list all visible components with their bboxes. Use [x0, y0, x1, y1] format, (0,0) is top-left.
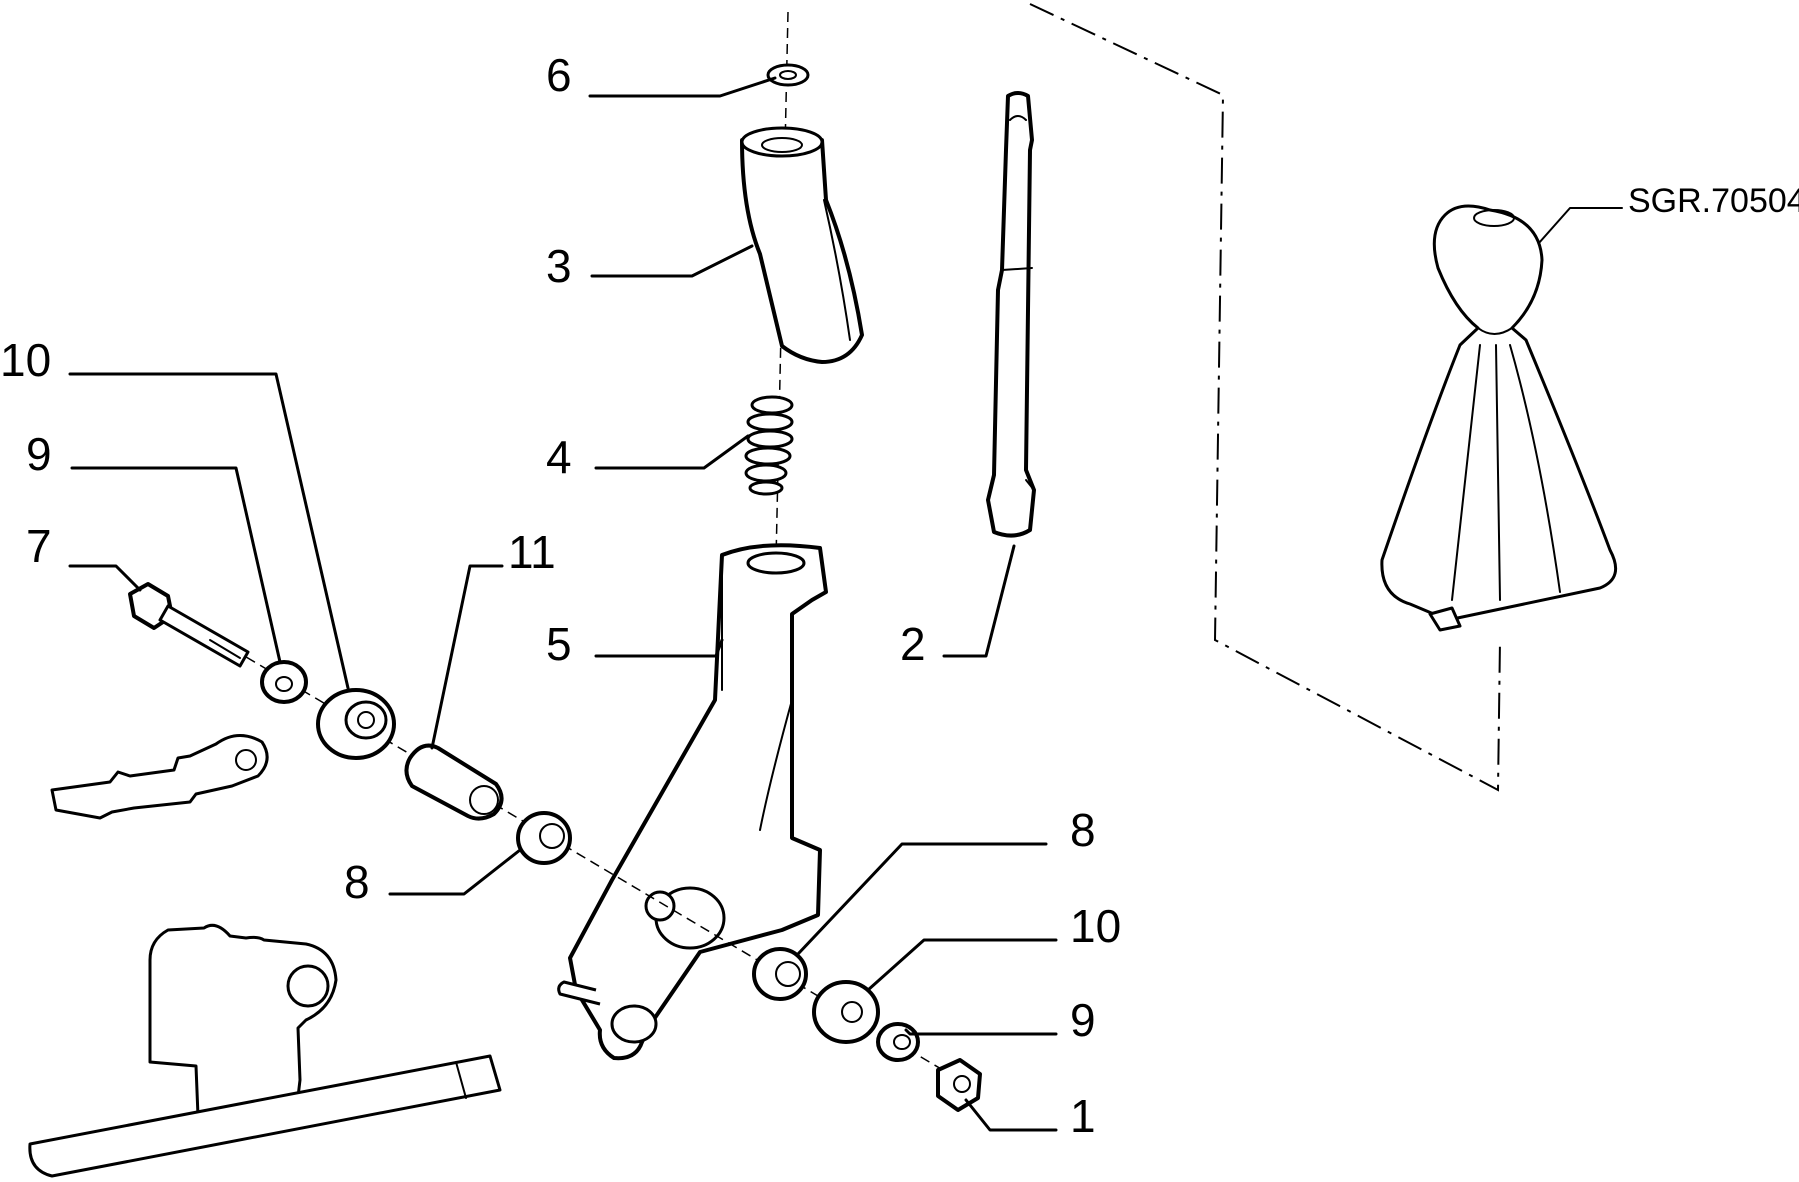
callout-2-label: 2: [900, 618, 926, 670]
callout-11: 11: [430, 526, 556, 750]
assembly-phantom-outline: [1029, 3, 1501, 792]
bushing-disc-right-part: [812, 980, 880, 1044]
callout-9-right-label: 9: [1070, 994, 1096, 1046]
callout-9-left: 9: [26, 428, 282, 664]
callout-10-left-label: 10: [0, 334, 51, 386]
callout-8-left: 8: [344, 848, 522, 908]
callout-7-label: 7: [26, 520, 52, 572]
callout-3-label: 3: [546, 240, 572, 292]
callout-8-right-label: 8: [1070, 804, 1096, 856]
bushing-disc-left-part: [316, 688, 396, 760]
washer-right-part: [876, 1022, 920, 1062]
selector-bracket-context: [28, 923, 502, 1178]
callout-4: 4: [546, 431, 750, 483]
bushing-right-part: [752, 947, 808, 1001]
callout-10-left: 10: [0, 334, 350, 690]
rod-part: [986, 91, 1036, 538]
spring-part: [744, 395, 794, 496]
callout-5-label: 5: [546, 618, 572, 670]
reference-code: SGR.70504: [1628, 182, 1799, 220]
callout-8-left-label: 8: [344, 856, 370, 908]
callout-6-label: 6: [546, 49, 572, 101]
callout-8-right: 8: [796, 804, 1096, 956]
callout-7: 7: [26, 520, 142, 592]
callout-1: 1: [964, 1090, 1096, 1142]
callout-6: 6: [546, 49, 777, 101]
callout-11-label: 11: [508, 526, 556, 578]
callout-3: 3: [546, 240, 754, 292]
bushing-left-part: [516, 811, 572, 865]
sleeve-part: [404, 743, 504, 821]
circlip-part: [766, 63, 810, 87]
gear-lever-body-part: [557, 543, 828, 1061]
callout-2: 2: [900, 544, 1016, 670]
nut-part: [936, 1058, 982, 1112]
callout-4-label: 4: [546, 431, 572, 483]
callout-9-right: 9: [904, 994, 1096, 1046]
gear-knob-and-boot-part: [1380, 204, 1618, 632]
linkage-rod-context: [50, 734, 269, 820]
bolt-part: [128, 582, 250, 668]
callout-9-left-label: 9: [26, 428, 52, 480]
callout-5: 5: [546, 618, 724, 670]
callout-10-right-label: 10: [1070, 900, 1121, 952]
washer-left-part: [260, 660, 308, 704]
callout-10-right: 10: [866, 900, 1121, 992]
callout-1-label: 1: [1070, 1090, 1096, 1142]
lever-sleeve-part: [740, 126, 864, 364]
